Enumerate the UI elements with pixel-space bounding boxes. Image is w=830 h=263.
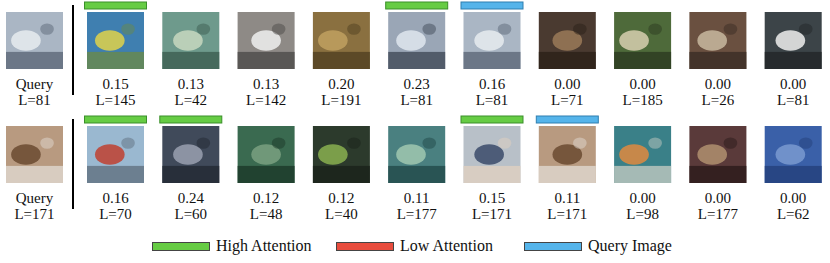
length-label: L=171 — [14, 206, 54, 222]
image-thumbnail — [388, 126, 445, 183]
score-label: 0.00 — [780, 76, 806, 92]
image-thumbnail — [162, 126, 219, 183]
image-thumbnail — [238, 12, 295, 69]
attention-bar — [461, 2, 523, 9]
score-label: 0.12 — [253, 190, 279, 206]
score-label: 0.15 — [102, 76, 128, 92]
attention-bar — [536, 116, 598, 123]
length-label: L=81 — [476, 92, 509, 108]
length-label: L=171 — [472, 206, 512, 222]
length-label: L=81 — [18, 92, 51, 108]
score-label: 0.15 — [479, 190, 505, 206]
image-thumbnail — [539, 12, 596, 69]
image-thumbnail — [689, 12, 746, 69]
image-thumbnail — [313, 126, 370, 183]
score-label: 0.23 — [404, 76, 430, 92]
length-label: L=142 — [246, 92, 286, 108]
attention-bar — [85, 116, 147, 123]
score-label: 0.16 — [102, 190, 128, 206]
legend-label: High Attention — [216, 237, 312, 255]
image-thumbnail — [689, 126, 746, 183]
thumbnail-row — [6, 126, 822, 183]
image-thumbnail — [614, 126, 671, 183]
score-label: Query — [16, 76, 54, 92]
score-label: 0.13 — [178, 76, 204, 92]
length-label: L=171 — [547, 206, 587, 222]
image-thumbnail — [388, 12, 445, 69]
length-label: L=185 — [623, 92, 663, 108]
score-label: 0.20 — [328, 76, 354, 92]
legend-swatch — [524, 242, 582, 251]
legend-swatch — [336, 242, 394, 251]
legend-swatch — [152, 242, 210, 251]
length-label: L=60 — [174, 206, 207, 222]
image-thumbnail — [6, 126, 63, 183]
length-label: L=191 — [321, 92, 361, 108]
length-label: L=40 — [325, 206, 358, 222]
thumbnail-row — [6, 12, 822, 69]
image-thumbnail — [765, 12, 822, 69]
image-thumbnail — [162, 12, 219, 69]
image-thumbnail — [539, 126, 596, 183]
score-label: 0.13 — [253, 76, 279, 92]
image-thumbnail — [313, 12, 370, 69]
score-label: Query — [16, 190, 54, 206]
score-label: 0.00 — [705, 76, 731, 92]
length-label: L=177 — [698, 206, 738, 222]
separator-line — [72, 119, 74, 209]
image-thumbnail — [6, 12, 63, 69]
separator-line — [72, 5, 74, 95]
length-label: L=71 — [551, 92, 584, 108]
score-label: 0.16 — [479, 76, 505, 92]
length-label: L=98 — [626, 206, 659, 222]
score-label: 0.11 — [404, 190, 430, 206]
image-thumbnail — [464, 12, 521, 69]
score-label: 0.00 — [705, 190, 731, 206]
length-label: L=145 — [95, 92, 135, 108]
length-label: L=42 — [174, 92, 207, 108]
attention-bar — [461, 116, 523, 123]
image-thumbnail — [464, 126, 521, 183]
score-label: 0.00 — [554, 76, 580, 92]
score-label: 0.00 — [780, 190, 806, 206]
length-label: L=48 — [250, 206, 283, 222]
score-label: 0.00 — [629, 190, 655, 206]
legend-label: Low Attention — [400, 237, 493, 255]
legend-label: Query Image — [588, 237, 672, 255]
length-label: L=81 — [777, 92, 810, 108]
length-label: L=70 — [99, 206, 132, 222]
length-label: L=81 — [400, 92, 433, 108]
score-label: 0.00 — [629, 76, 655, 92]
attention-bar — [386, 2, 448, 9]
length-label: L=26 — [702, 92, 735, 108]
score-label: 0.24 — [178, 190, 204, 206]
image-thumbnail — [87, 12, 144, 69]
score-label: 0.11 — [554, 190, 580, 206]
attention-bar — [85, 2, 147, 9]
image-thumbnail — [238, 126, 295, 183]
attention-bar — [160, 116, 222, 123]
image-thumbnail — [614, 12, 671, 69]
length-label: L=62 — [777, 206, 810, 222]
image-thumbnail — [87, 126, 144, 183]
image-thumbnail — [765, 126, 822, 183]
length-label: L=177 — [397, 206, 437, 222]
score-label: 0.12 — [328, 190, 354, 206]
